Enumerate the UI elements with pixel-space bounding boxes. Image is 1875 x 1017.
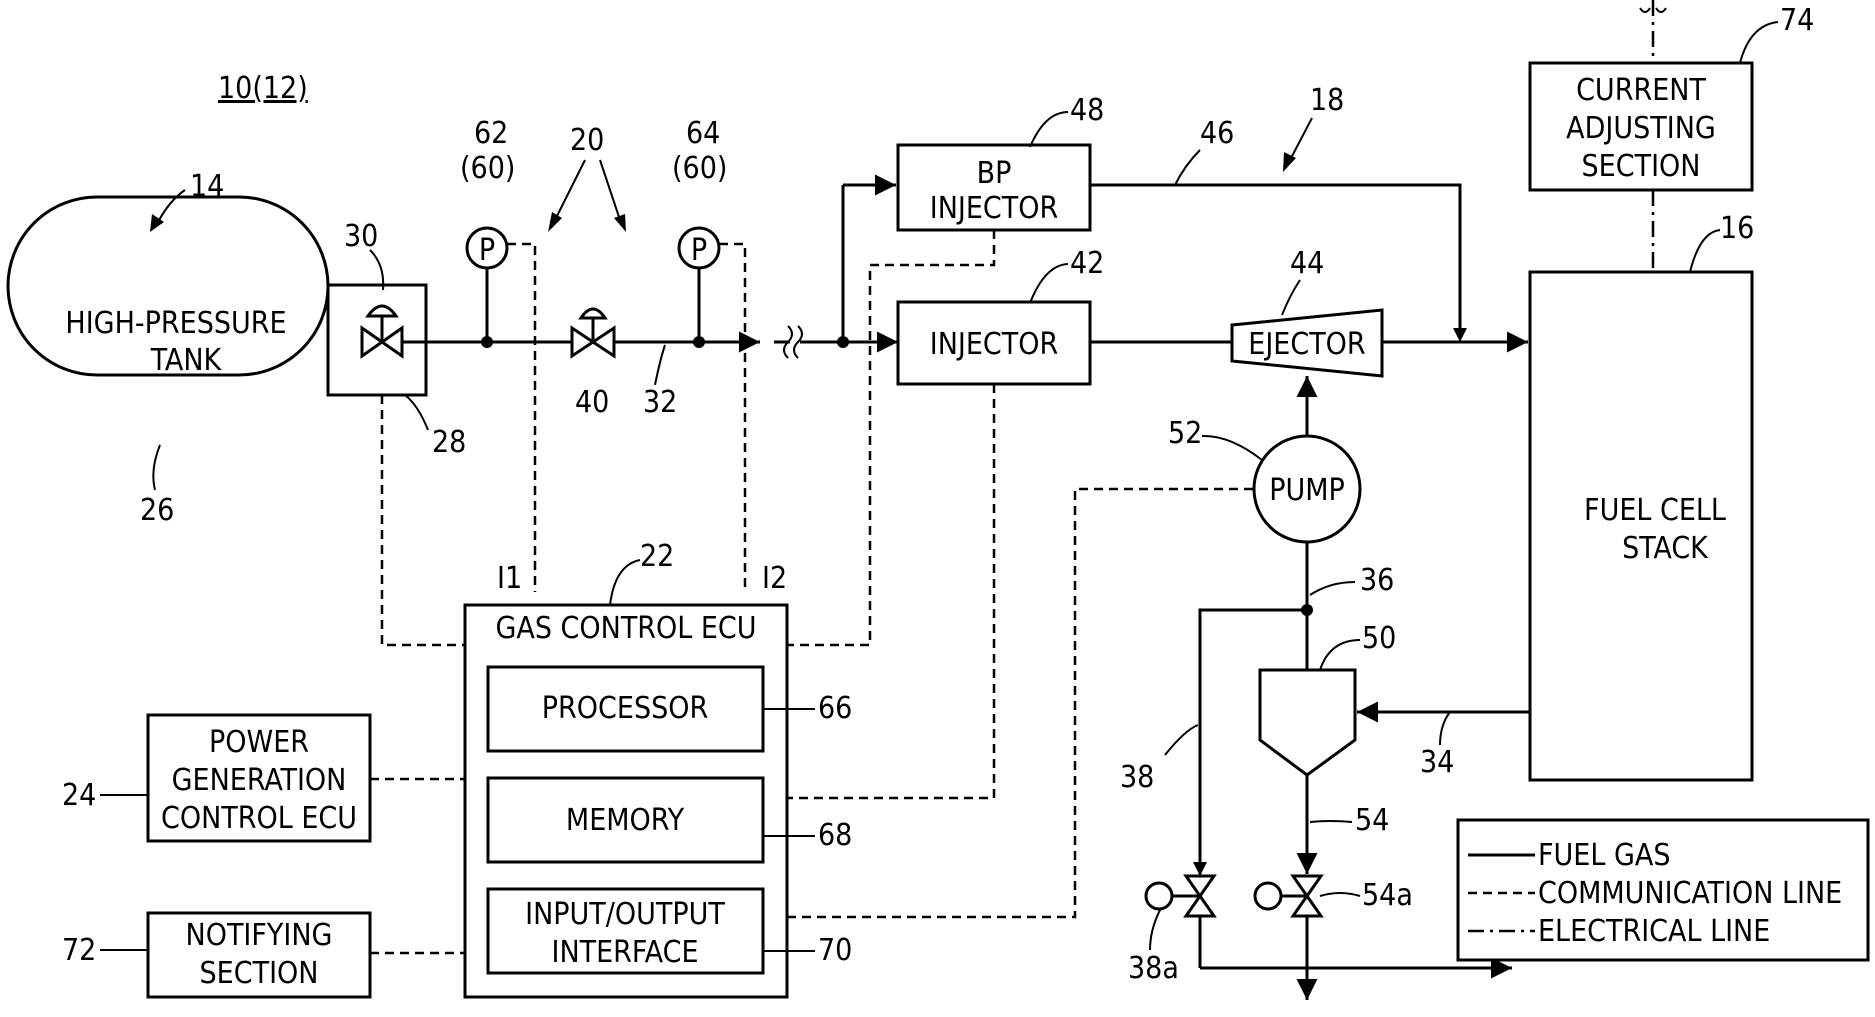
memory-block: MEMORY bbox=[488, 778, 763, 862]
ref-64: 64 bbox=[686, 116, 720, 151]
ref-38: 38 bbox=[1120, 760, 1154, 795]
pump-label: PUMP bbox=[1269, 473, 1345, 508]
legend-communication-line: COMMUNICATION LINE bbox=[1538, 876, 1842, 911]
pump: PUMP bbox=[1254, 436, 1360, 542]
ref-14: 14 bbox=[190, 169, 224, 204]
ref-48: 48 bbox=[1070, 93, 1104, 128]
ref-54a: 54a bbox=[1362, 878, 1413, 913]
ref-20: 20 bbox=[570, 123, 604, 158]
system-label: 10(12) bbox=[218, 71, 308, 106]
ref-38a: 38a bbox=[1128, 951, 1179, 986]
ref-24: 24 bbox=[62, 778, 96, 813]
tank-label-1: HIGH-PRESSURE bbox=[65, 306, 286, 341]
tank-label-2: TANK bbox=[150, 343, 223, 378]
ref-70: 70 bbox=[818, 933, 852, 968]
ejector-block: EJECTOR bbox=[1232, 310, 1382, 376]
ref-74: 74 bbox=[1780, 3, 1814, 38]
io-label-2: INTERFACE bbox=[551, 935, 698, 970]
fuel-cell-label-2: STACK bbox=[1622, 531, 1709, 566]
io-label-1: INPUT/OUTPUT bbox=[525, 897, 725, 932]
ref-34: 34 bbox=[1420, 745, 1454, 780]
pressure-sensor-64: P bbox=[679, 228, 719, 342]
bp-injector-label-1: BP bbox=[977, 156, 1012, 191]
ref-30: 30 bbox=[344, 219, 378, 254]
ref-62-group: (60) bbox=[460, 151, 515, 186]
legend-electrical-line: ELECTRICAL LINE bbox=[1538, 914, 1770, 949]
ref-54: 54 bbox=[1355, 803, 1389, 838]
current-adj-label-1: CURRENT bbox=[1576, 73, 1706, 108]
ref-32: 32 bbox=[643, 385, 677, 420]
bp-injector-label-2: INJECTOR bbox=[930, 191, 1058, 226]
current-adjusting-section: CURRENT ADJUSTING SECTION bbox=[1530, 63, 1752, 190]
processor-label: PROCESSOR bbox=[542, 691, 708, 726]
ref-46: 46 bbox=[1200, 116, 1234, 151]
notifying-section: NOTIFYING SECTION bbox=[148, 913, 370, 997]
ref-66: 66 bbox=[818, 691, 852, 726]
pressure-symbol-62: P bbox=[479, 233, 495, 268]
power-gen-label-2: GENERATION bbox=[172, 763, 347, 798]
gas-control-ecu-label: GAS CONTROL ECU bbox=[495, 611, 756, 646]
io-interface-block: INPUT/OUTPUT INTERFACE bbox=[488, 889, 763, 973]
pressure-sensor-62: P bbox=[467, 228, 507, 342]
memory-label: MEMORY bbox=[566, 803, 685, 838]
injector-block: INJECTOR bbox=[898, 302, 1090, 384]
current-adj-label-3: SECTION bbox=[1582, 149, 1701, 184]
ref-52: 52 bbox=[1168, 416, 1202, 451]
ref-68: 68 bbox=[818, 818, 852, 853]
ref-50: 50 bbox=[1362, 621, 1396, 656]
fuel-cell-stack: FUEL CELL STACK bbox=[1530, 272, 1752, 780]
purge-valve-38a bbox=[1146, 876, 1214, 916]
label-i2: I2 bbox=[762, 561, 787, 596]
ref-64-group: (60) bbox=[672, 151, 727, 186]
ref-62: 62 bbox=[474, 116, 508, 151]
bp-injector-block: BP INJECTOR bbox=[898, 145, 1090, 230]
high-pressure-tank: HIGH-PRESSURE TANK bbox=[8, 197, 328, 378]
label-i1: I1 bbox=[497, 561, 522, 596]
current-adj-label-2: ADJUSTING bbox=[1566, 111, 1716, 146]
injector-label: INJECTOR bbox=[930, 327, 1058, 362]
legend-fuel-gas: FUEL GAS bbox=[1538, 838, 1670, 873]
drain-valve-54a bbox=[1255, 876, 1321, 916]
ref-26: 26 bbox=[140, 493, 174, 528]
ref-72: 72 bbox=[62, 933, 96, 968]
ejector-label: EJECTOR bbox=[1248, 327, 1365, 362]
power-gen-label-3: CONTROL ECU bbox=[161, 801, 357, 836]
ref-18: 18 bbox=[1310, 83, 1344, 118]
ref-42: 42 bbox=[1070, 246, 1104, 281]
ref-44: 44 bbox=[1290, 246, 1324, 281]
ref-40: 40 bbox=[575, 385, 609, 420]
ref-22: 22 bbox=[640, 539, 674, 574]
notifying-label-1: NOTIFYING bbox=[186, 918, 333, 953]
power-generation-control-ecu: POWER GENERATION CONTROL ECU bbox=[148, 715, 370, 841]
notifying-label-2: SECTION bbox=[200, 956, 319, 991]
fuel-cell-label-1: FUEL CELL bbox=[1584, 493, 1726, 528]
legend: FUEL GAS COMMUNICATION LINE ELECTRICAL L… bbox=[1458, 820, 1868, 960]
processor-block: PROCESSOR bbox=[488, 667, 763, 751]
regulator-40 bbox=[572, 309, 614, 356]
ref-16: 16 bbox=[1720, 211, 1754, 246]
power-gen-label-1: POWER bbox=[209, 725, 309, 760]
ref-36: 36 bbox=[1360, 563, 1394, 598]
ref-28: 28 bbox=[432, 425, 466, 460]
pressure-symbol-64: P bbox=[691, 233, 707, 268]
gas-liquid-separator bbox=[1260, 670, 1355, 775]
